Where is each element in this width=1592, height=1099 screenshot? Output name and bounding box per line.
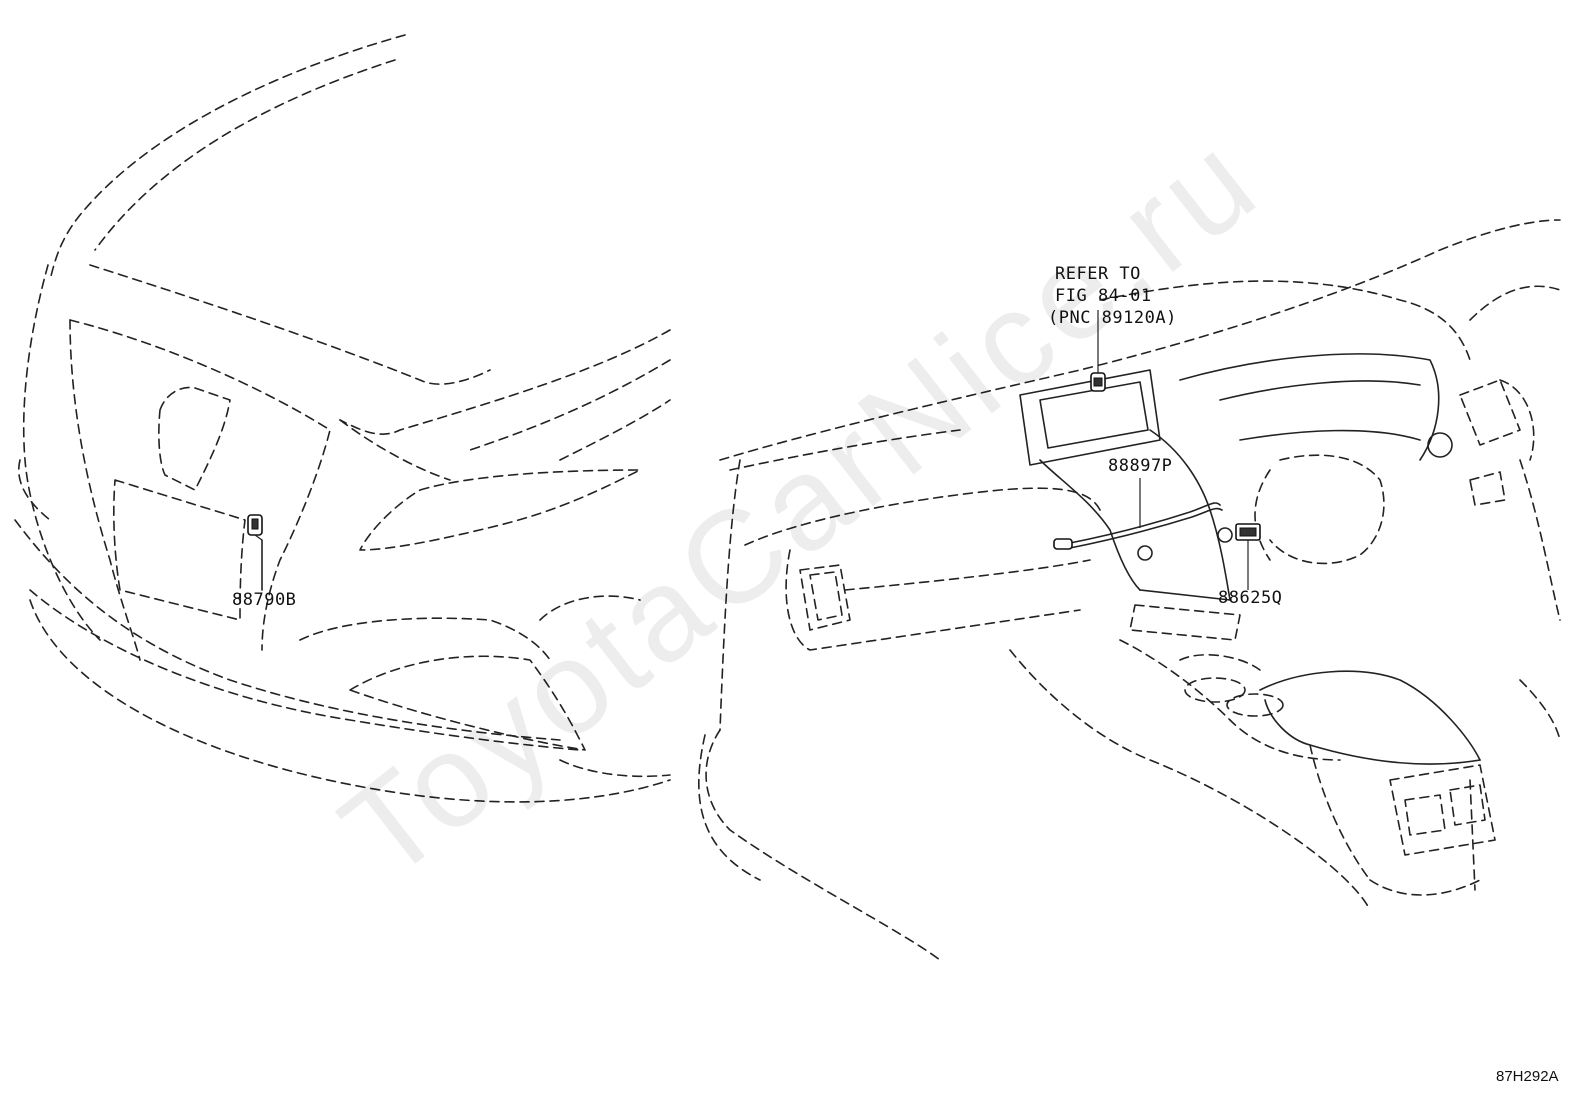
part-label-88790b: 88790B xyxy=(232,590,297,610)
dash-cable-part xyxy=(1053,478,1233,561)
part-label-88897p: 88897P xyxy=(1108,456,1173,476)
refer-line-2: FIG 84-01 xyxy=(1055,286,1152,306)
display-bracket-part xyxy=(1090,310,1106,392)
instrument-panel-illustration xyxy=(698,219,1561,961)
refer-line-1: REFER TO xyxy=(1055,264,1141,284)
part-label-88625q: 88625Q xyxy=(1218,588,1283,608)
figure-code: 87H292A xyxy=(1496,1068,1559,1085)
dash-connector-part xyxy=(1235,523,1261,590)
refer-line-3: (PNC 89120A) xyxy=(1048,308,1177,328)
vehicle-front-illustration xyxy=(14,34,671,803)
front-sensor-part xyxy=(247,514,263,591)
